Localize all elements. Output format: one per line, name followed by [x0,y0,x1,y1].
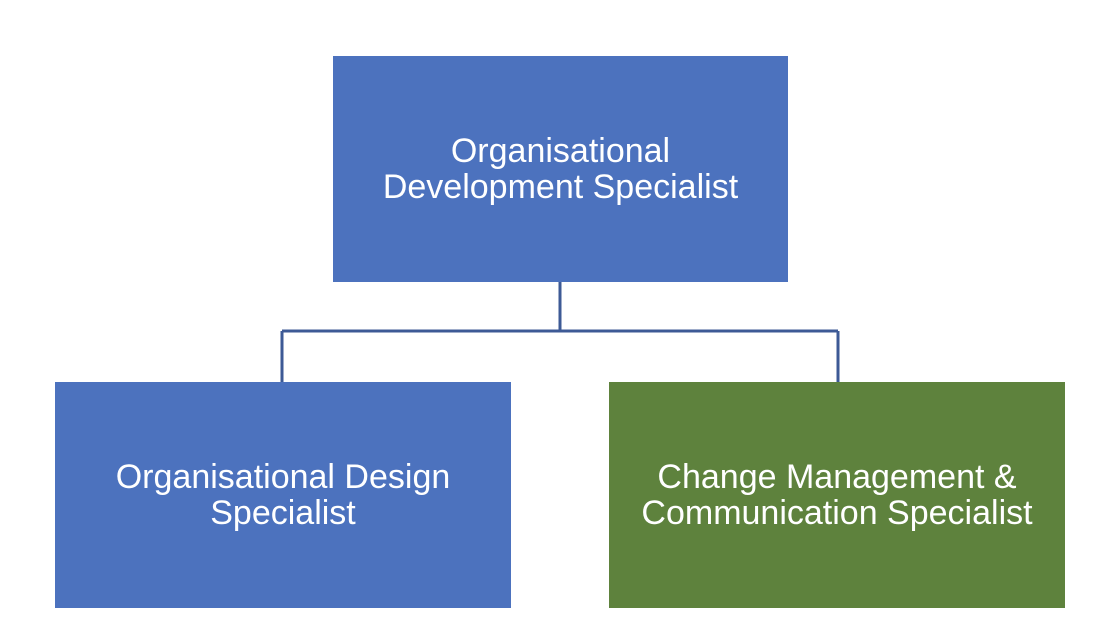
node-label-line-1: Change Management & [657,458,1017,496]
node-label-line-2: Communication Specialist [641,494,1033,532]
node-label: Organisational Development Specialist [383,133,738,205]
node-label-line-1: Organisational [450,132,671,170]
node-label: Change Management & Communication Specia… [641,459,1032,531]
node-change-management-communication-specialist: Change Management & Communication Specia… [609,382,1065,608]
node-organisational-design-specialist: Organisational Design Specialist [55,382,511,608]
node-label-line-2: Specialist [210,494,356,532]
node-organisational-development-specialist: Organisational Development Specialist [333,56,788,282]
node-label-line-1: Organisational Design [115,458,451,496]
node-label-line-2: Development Specialist [382,168,739,206]
node-label: Organisational Design Specialist [116,459,451,531]
